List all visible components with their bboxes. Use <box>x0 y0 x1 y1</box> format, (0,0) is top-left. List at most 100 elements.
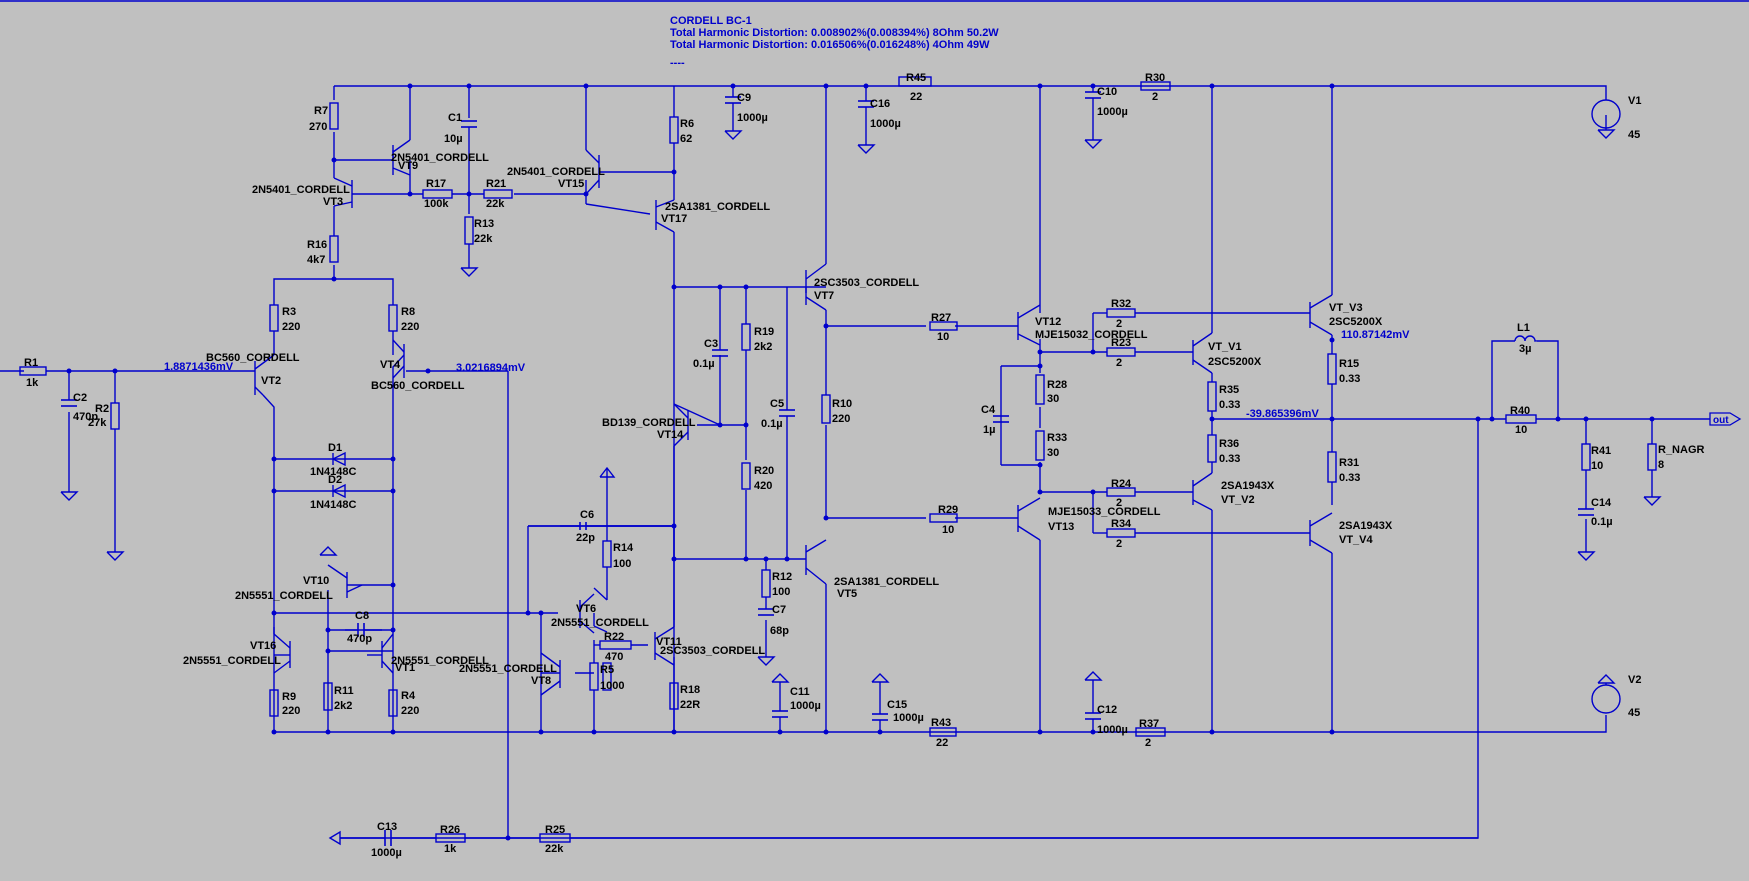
component-labels: R1 1k R2 27k R3 220 R4 220 R5 1000 R6 62… <box>24 72 1705 859</box>
resistor-bodies <box>19 76 1657 843</box>
c1-value: 10µ <box>444 133 463 145</box>
vt9-name: VT9 <box>398 160 418 172</box>
l1-name: L1 <box>1517 322 1530 334</box>
resistor-icon <box>323 682 333 711</box>
resistor-icon <box>669 682 679 710</box>
r13-name: R13 <box>474 218 494 230</box>
r9-value: 220 <box>282 705 300 717</box>
r17-name: R17 <box>426 178 446 190</box>
vt3-model: 2N5401_CORDELL <box>252 184 350 196</box>
ground-icon <box>1597 129 1616 139</box>
r-nagr-value: 8 <box>1658 459 1664 471</box>
r34-value: 2 <box>1116 538 1122 550</box>
resistor-icon <box>929 513 958 523</box>
c3-value: 0.1µ <box>693 358 715 370</box>
r14-name: R14 <box>613 542 634 554</box>
resistor-icon <box>1327 451 1337 483</box>
r11-value: 2k2 <box>334 700 352 712</box>
resistor-icon <box>741 462 751 490</box>
l1-value: 3µ <box>1519 343 1531 355</box>
c2-value: 470p <box>73 411 98 423</box>
c12-value: 1000µ <box>1097 724 1128 736</box>
r43-name: R43 <box>931 717 951 729</box>
resistor-icon <box>602 540 612 568</box>
c7-name: C7 <box>772 604 786 616</box>
r18-name: R18 <box>680 684 700 696</box>
r30-name: R30 <box>1145 72 1165 84</box>
c9-value: 1000µ <box>737 112 768 124</box>
r26-name: R26 <box>440 824 460 836</box>
r23-value: 2 <box>1116 357 1122 369</box>
c10-name: C10 <box>1097 86 1117 98</box>
resistor-icon <box>19 366 47 376</box>
r35-value: 0.33 <box>1219 399 1240 411</box>
c9-name: C9 <box>737 92 751 104</box>
ground-icon <box>871 673 890 683</box>
r4-value: 220 <box>401 705 419 717</box>
resistor-icon <box>388 689 398 717</box>
c15-name: C15 <box>887 699 907 711</box>
vt6-model: 2N5551_CORDELL <box>551 617 649 629</box>
diode-icon <box>331 451 346 467</box>
r22-value: 470 <box>605 651 623 663</box>
wires <box>0 85 1710 839</box>
capacitor-bodies <box>61 91 1594 846</box>
resistor-icon <box>821 394 831 424</box>
r10-name: R10 <box>832 398 852 410</box>
r8-name: R8 <box>401 306 415 318</box>
r7-value: 270 <box>309 121 327 133</box>
c7-value: 68p <box>770 625 789 637</box>
resistor-icon <box>110 402 120 430</box>
ground-icon <box>724 130 743 140</box>
c13-name: C13 <box>377 821 397 833</box>
r26-value: 1k <box>444 843 457 855</box>
vt3-name: VT3 <box>323 196 343 208</box>
resistor-icon <box>388 304 398 332</box>
vt2-model: BC560_CORDELL <box>206 352 300 364</box>
resistor-icon <box>1327 353 1337 385</box>
vt11-name: VT11 <box>656 636 682 648</box>
c8-name: C8 <box>355 610 369 622</box>
r33-name: R33 <box>1047 432 1067 444</box>
r29-value: 10 <box>942 524 954 536</box>
r11-name: R11 <box>334 685 354 697</box>
resistor-icon <box>1647 443 1657 471</box>
resistor-icon <box>929 727 957 737</box>
resistor-icon <box>898 76 932 87</box>
vt9-model: 2N5401_CORDELL <box>391 152 489 164</box>
resistor-icon <box>483 189 513 199</box>
node-voltage-readouts: 1.8871436mV 3.0216894mV 110.87142mV -39.… <box>164 329 1410 420</box>
resistor-icon <box>1106 528 1136 538</box>
r8-value: 220 <box>401 321 419 333</box>
resistor-icon <box>1106 308 1136 318</box>
r2-name: R2 <box>95 403 109 415</box>
voltage-vt4: 3.0216894mV <box>456 362 526 374</box>
vt7-model: 2SC3503_CORDELL <box>814 277 919 289</box>
r36-value: 0.33 <box>1219 453 1240 465</box>
r27-value: 10 <box>937 331 949 343</box>
vt5-model: 2SA1381_CORDELL <box>834 576 939 588</box>
ground-icon <box>1597 674 1616 684</box>
v1-name: V1 <box>1628 95 1641 107</box>
vt11-model: 2SC3503_CORDELL <box>660 645 765 657</box>
r6-name: R6 <box>680 118 694 130</box>
c10-value: 1000µ <box>1097 106 1128 118</box>
vt6-name: VT6 <box>576 603 596 615</box>
voltage-vt2: 1.8871436mV <box>164 361 234 373</box>
c12-name: C12 <box>1097 704 1117 716</box>
r37-name: R37 <box>1139 718 1159 730</box>
vt8-model: 2N5551_CORDELL <box>459 663 557 675</box>
output-flag <box>1709 412 1742 426</box>
r10-value: 220 <box>832 413 850 425</box>
voltage-source-icon <box>1591 99 1621 129</box>
vt-v4-name: VT_V4 <box>1339 534 1374 546</box>
r12-value: 100 <box>772 586 790 598</box>
resistor-icon <box>1207 434 1217 463</box>
vt-v4-model: 2SA1943X <box>1339 520 1393 532</box>
vt1-model-visible: 2N5551_CORDELL <box>391 655 489 667</box>
vt14-name: VT14 <box>657 429 684 441</box>
ground-icon <box>857 144 876 154</box>
r4-name: R4 <box>401 690 416 702</box>
r-nagr-name: R_NAGR <box>1658 444 1705 456</box>
